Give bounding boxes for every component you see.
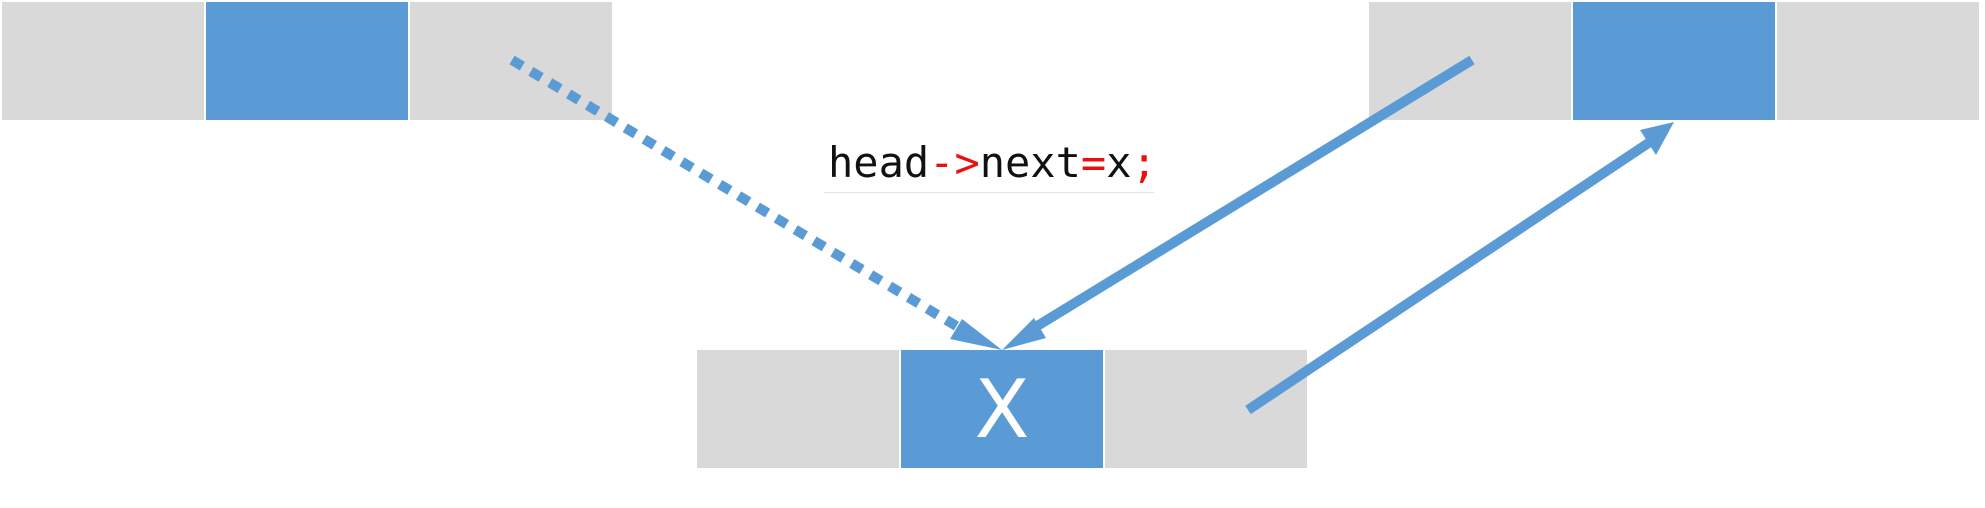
head-node [2, 2, 612, 120]
head-data-cell [206, 2, 408, 120]
code-lhs: head [828, 138, 930, 187]
next-prev-cell [1369, 2, 1571, 120]
code-rhs: x [1106, 138, 1132, 187]
code-field: next [979, 138, 1081, 187]
solid-arrow-head-forward [1640, 122, 1674, 155]
x-data-cell: X [901, 350, 1103, 468]
next-data-cell [1573, 2, 1775, 120]
x-node: X [697, 350, 1307, 468]
head-prev-cell [2, 2, 204, 120]
code-assign-operator: = [1080, 138, 1107, 187]
solid-arrow-shaft-forward [1245, 137, 1653, 415]
dotted-arrow-head [950, 319, 1002, 350]
head-next-cell [410, 2, 612, 120]
x-prev-cell [697, 350, 899, 468]
code-terminator: ; [1131, 138, 1157, 187]
x-next-cell [1105, 350, 1307, 468]
code-statement: head->next=x; [828, 138, 1157, 187]
next-node [1369, 2, 1979, 120]
solid-arrow-x-to-next [1245, 122, 1674, 415]
next-next-cell [1777, 2, 1979, 120]
code-arrow-operator: -> [929, 138, 980, 187]
solid-arrow-head-back [1002, 318, 1046, 350]
code-underline [824, 192, 1154, 193]
